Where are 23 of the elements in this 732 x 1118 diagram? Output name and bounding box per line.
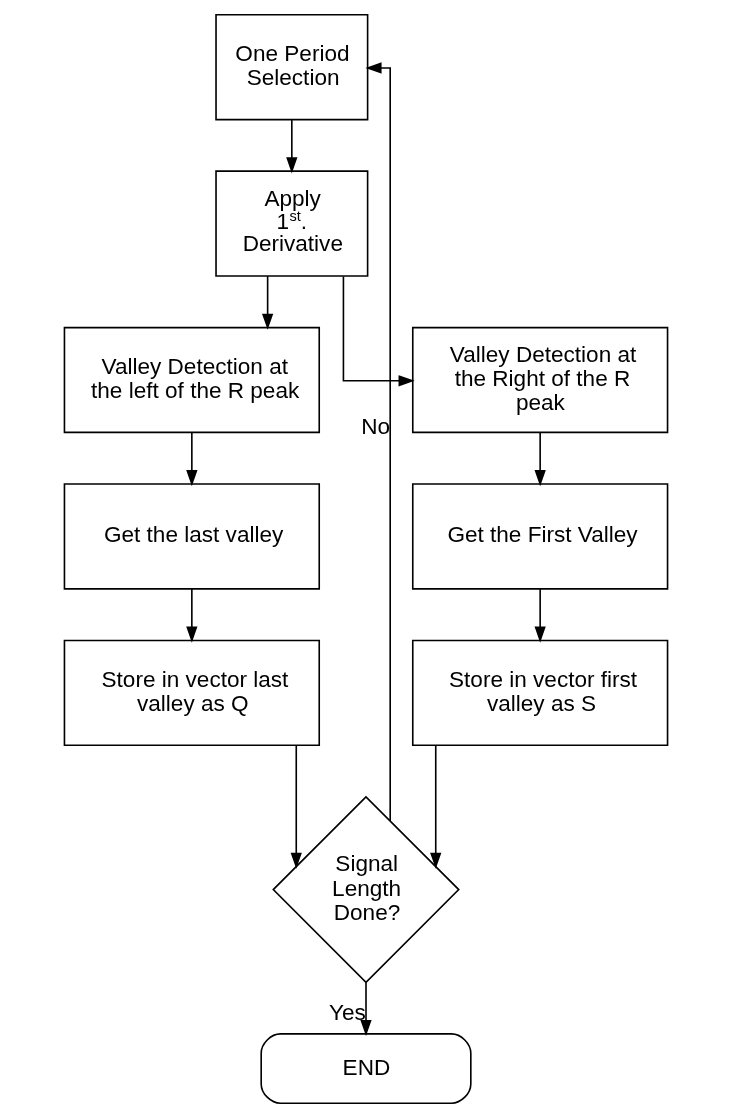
node-box: Valley Detection at the left of the R peak	[63, 326, 321, 434]
arrow	[186, 588, 198, 643]
arrow	[430, 744, 442, 869]
node-box: One Period Selection	[215, 13, 369, 121]
edge-label: Yes	[328, 999, 366, 1025]
arrow	[365, 62, 391, 822]
arrow	[342, 275, 415, 387]
node-box: Valley Detection at the Right of the R peak	[411, 326, 669, 434]
arrow	[534, 588, 546, 643]
arrow	[262, 275, 274, 330]
node-diamond: Signal Length Done?	[272, 795, 460, 984]
node-box: END	[260, 1033, 472, 1105]
edge-label: No	[361, 413, 391, 439]
arrow	[534, 431, 546, 487]
node-box: Store in vector last valley as Q	[63, 639, 321, 747]
arrow	[290, 744, 302, 869]
node-box: Store in vector first valley as S	[411, 639, 669, 747]
node-box: Get the First Valley	[411, 483, 669, 590]
node-box: Get the last valley	[63, 483, 321, 590]
arrow	[360, 981, 372, 1037]
arrow	[286, 118, 298, 174]
arrow	[186, 431, 198, 487]
node-box: Apply 1$^{st}$. Derivative	[215, 170, 369, 277]
